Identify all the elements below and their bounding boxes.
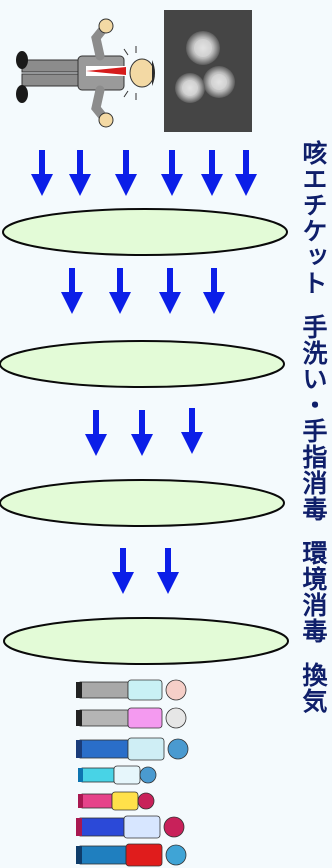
label-handwashing: 手洗い・手指消毒 bbox=[299, 314, 328, 522]
arrow-down-icon bbox=[85, 410, 107, 456]
arrow-down-icon bbox=[181, 408, 203, 454]
person-icon bbox=[76, 679, 187, 701]
arrow-down-icon bbox=[235, 150, 257, 196]
virus-micrograph bbox=[164, 10, 252, 132]
person-icon bbox=[76, 707, 187, 729]
arrow-down-icon bbox=[203, 268, 225, 314]
person-icon bbox=[78, 791, 155, 811]
arrow-down-icon bbox=[131, 410, 153, 456]
protected-people-illustration bbox=[76, 679, 189, 867]
arrow-down-icon bbox=[112, 548, 134, 594]
arrow-down-icon bbox=[69, 150, 91, 196]
prevention-measures-label: 咳エチケット手洗い・手指消毒環境消毒換気 bbox=[299, 140, 328, 714]
label-environment-disinfection: 環境消毒 bbox=[299, 540, 328, 644]
person-icon bbox=[76, 843, 187, 867]
arrow-row-2 bbox=[61, 268, 225, 314]
ventilation-filter bbox=[3, 617, 289, 665]
person-icon bbox=[78, 765, 157, 785]
handwashing-filter bbox=[0, 340, 285, 388]
environment-disinfection-filter bbox=[0, 479, 285, 527]
arrow-row-3 bbox=[85, 408, 203, 456]
person-icon bbox=[76, 815, 185, 839]
arrow-row-1 bbox=[31, 150, 257, 196]
person-icon bbox=[76, 737, 189, 761]
arrow-down-icon bbox=[159, 268, 181, 314]
arrow-down-icon bbox=[161, 150, 183, 196]
sneezing-man-illustration bbox=[16, 18, 155, 128]
arrow-row-4 bbox=[112, 548, 179, 594]
arrow-down-icon bbox=[201, 150, 223, 196]
cough-etiquette-filter bbox=[2, 208, 288, 256]
arrow-down-icon bbox=[61, 268, 83, 314]
arrow-down-icon bbox=[31, 150, 53, 196]
arrow-down-icon bbox=[157, 548, 179, 594]
arrow-down-icon bbox=[115, 150, 137, 196]
label-cough-etiquette: 咳エチケット bbox=[299, 140, 328, 296]
label-ventilation: 換気 bbox=[299, 662, 328, 714]
arrow-down-icon bbox=[109, 268, 131, 314]
